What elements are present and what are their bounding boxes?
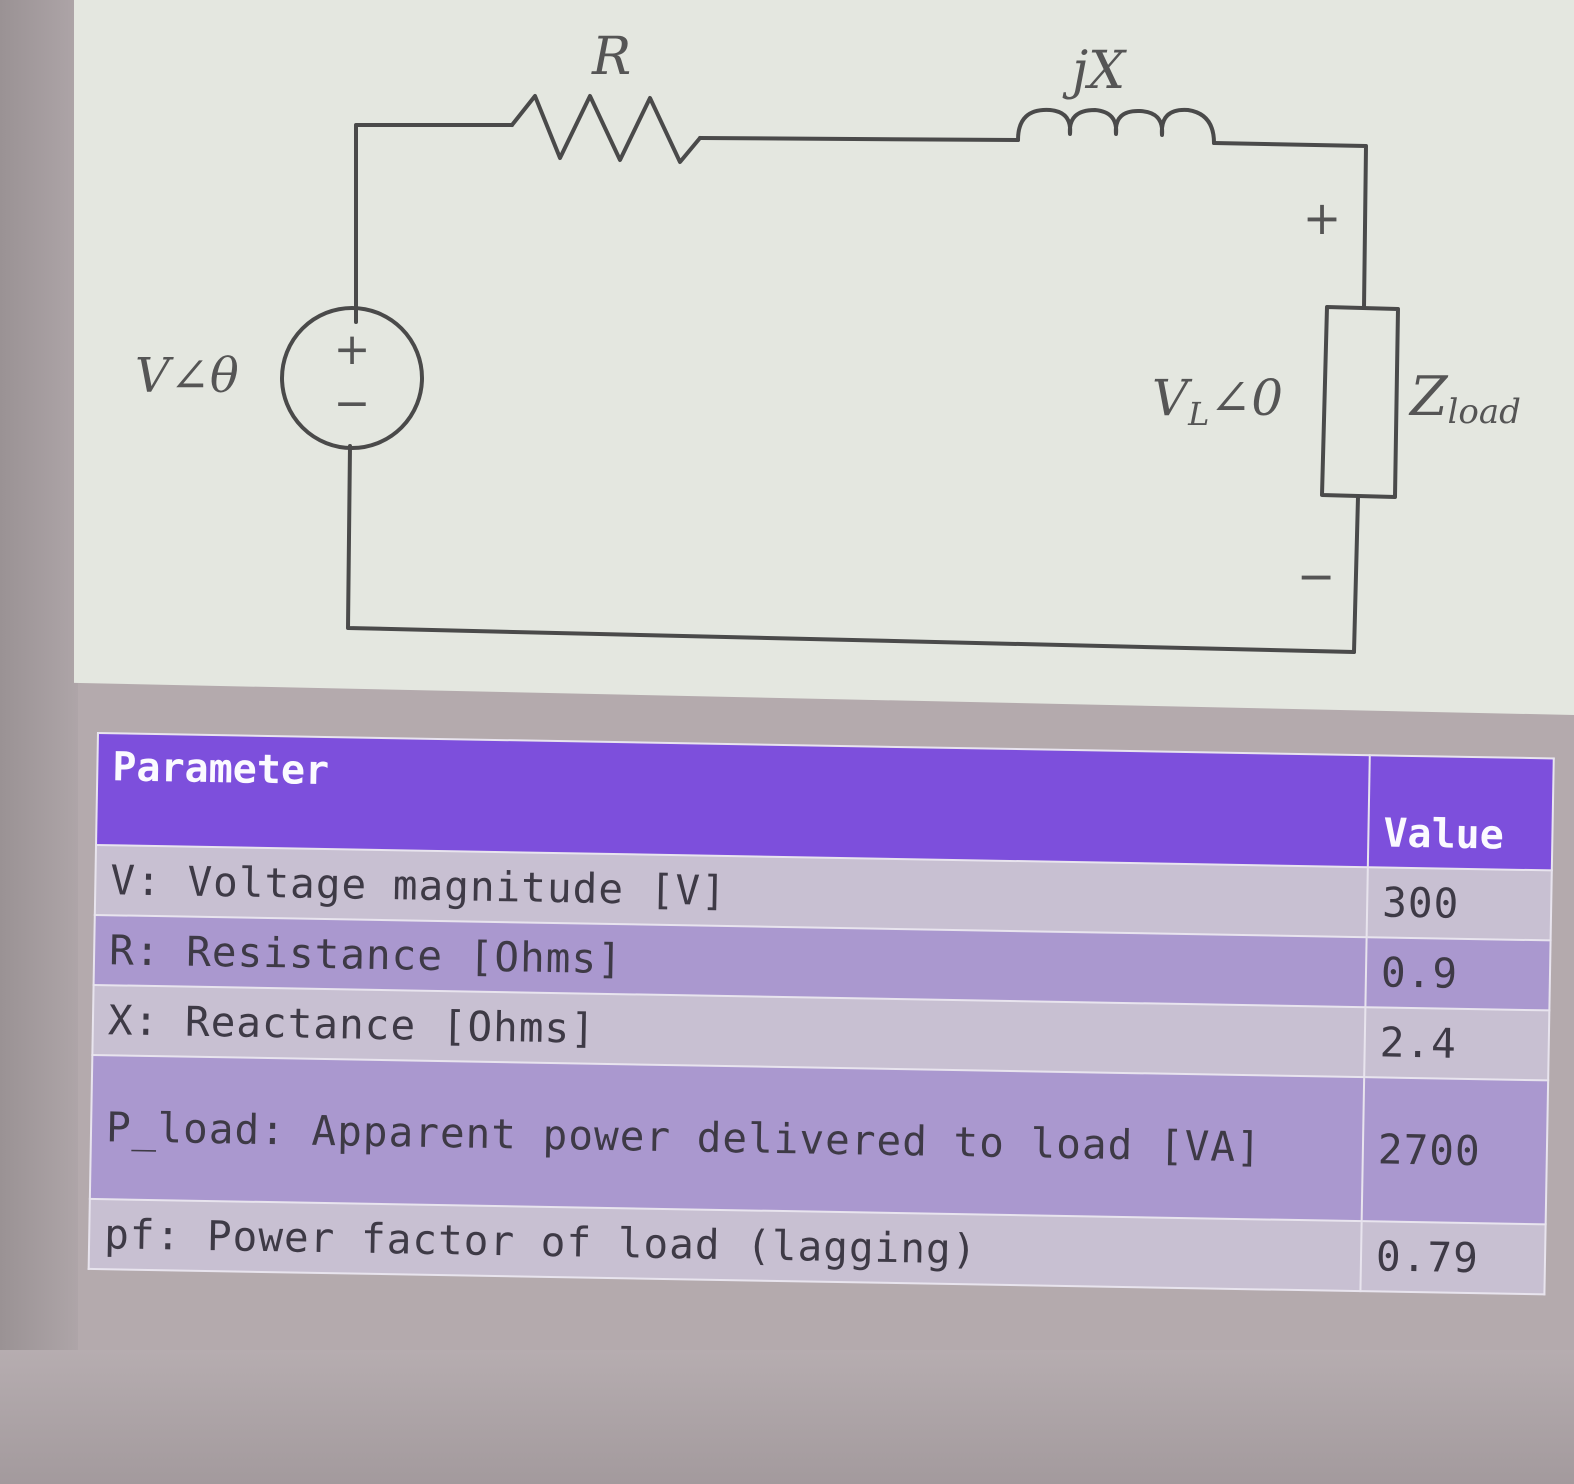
- wire-top-right: [1212, 141, 1368, 310]
- source-voltage-label: V∠θ: [135, 348, 239, 404]
- wire-top-middle: [698, 136, 1020, 142]
- value-cell: 300: [1366, 867, 1552, 941]
- load-impedance-label: Zload: [1408, 365, 1521, 432]
- value-cell: 0.9: [1365, 937, 1551, 1011]
- load-voltage-angle: ∠0: [1209, 369, 1283, 427]
- header-value: Value: [1367, 755, 1554, 871]
- value-cell: 2700: [1361, 1077, 1549, 1225]
- load-voltage-subscript: L: [1187, 395, 1209, 433]
- table-row: P_load: Apparent power delivered to load…: [89, 1054, 1549, 1225]
- inductor-coil: [1016, 107, 1216, 145]
- load-minus-sign: −: [1297, 549, 1336, 603]
- load-voltage-label: VL∠0: [1152, 369, 1283, 433]
- screen-background: [0, 1350, 1574, 1484]
- voltage-source-circle: [280, 306, 424, 450]
- inductor-label: jX: [1062, 41, 1127, 101]
- load-plus-sign: +: [1303, 191, 1342, 245]
- header-parameter: Parameter: [96, 733, 1370, 868]
- load-voltage-symbol: V: [1152, 369, 1193, 427]
- source-plus-sign: +: [334, 324, 371, 375]
- resistor-label: R: [591, 27, 631, 87]
- load-impedance-box: [1320, 305, 1400, 499]
- load-impedance-symbol: Z: [1408, 365, 1449, 428]
- parameter-cell: P_load: Apparent power delivered to load…: [89, 1054, 1365, 1222]
- source-minus-sign: −: [334, 378, 371, 429]
- wire-bottom: [346, 444, 1356, 654]
- value-cell: 2.4: [1364, 1007, 1550, 1081]
- wire-top-left: [354, 123, 514, 324]
- load-impedance-subscript: load: [1448, 392, 1521, 432]
- monitor-bezel: [0, 0, 78, 1484]
- circuit-diagram: R jX + − V∠θ + − VL∠0 Zload: [135, 27, 1521, 654]
- resistor-zigzag: [510, 94, 702, 164]
- value-cell: 0.79: [1360, 1221, 1546, 1295]
- parameter-table: Parameter Value V: Voltage magnitude [V]…: [88, 732, 1555, 1295]
- wire-bottom-right: [1352, 495, 1360, 654]
